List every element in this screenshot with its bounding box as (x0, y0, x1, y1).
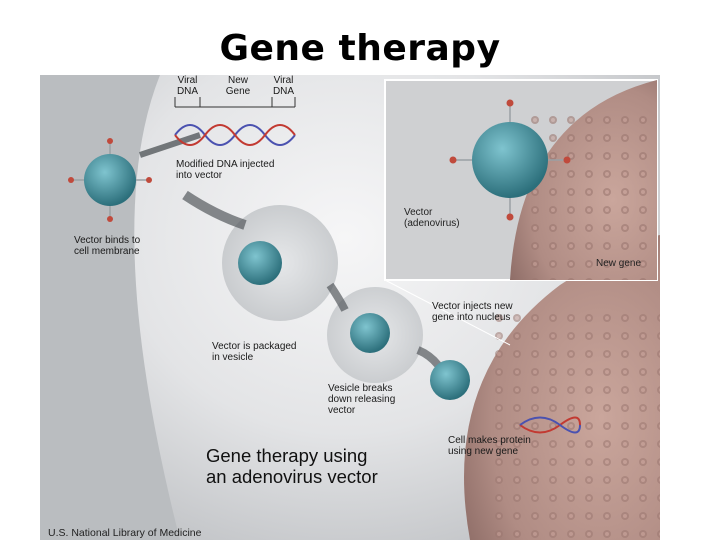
viral-dna-right-label: Viral DNA (272, 75, 295, 97)
step-modified-dna-label: Modified DNA injected into vector (176, 159, 275, 181)
viral-dna-left-label: Viral DNA (176, 75, 199, 97)
new-gene-label: New Gene (225, 75, 251, 97)
source-credit: U.S. National Library of Medicine (48, 527, 202, 539)
step-protein-label: Cell makes protein using new gene (448, 435, 531, 457)
step-packaged-label: Vector is packaged in vesicle (212, 341, 297, 363)
diagram-heading: Gene therapy using an adenovirus vector (206, 445, 378, 487)
virus-particle (84, 122, 548, 400)
step-binds-label: Vector binds to cell membrane (74, 235, 141, 257)
step-injects-label: Vector injects new gene into nucleus (432, 301, 513, 323)
gene-therapy-diagram: Viral DNA New Gene Viral DNA Modified DN… (40, 75, 660, 540)
inset-new-gene-label: New gene (596, 258, 642, 269)
step-vesicle-breaks-label: Vesicle breaks down releasing vector (328, 383, 396, 416)
inset-vector-label: Vector (adenovirus) (404, 207, 460, 229)
diagram-artwork (40, 75, 660, 540)
slide-title: Gene therapy (219, 28, 501, 69)
